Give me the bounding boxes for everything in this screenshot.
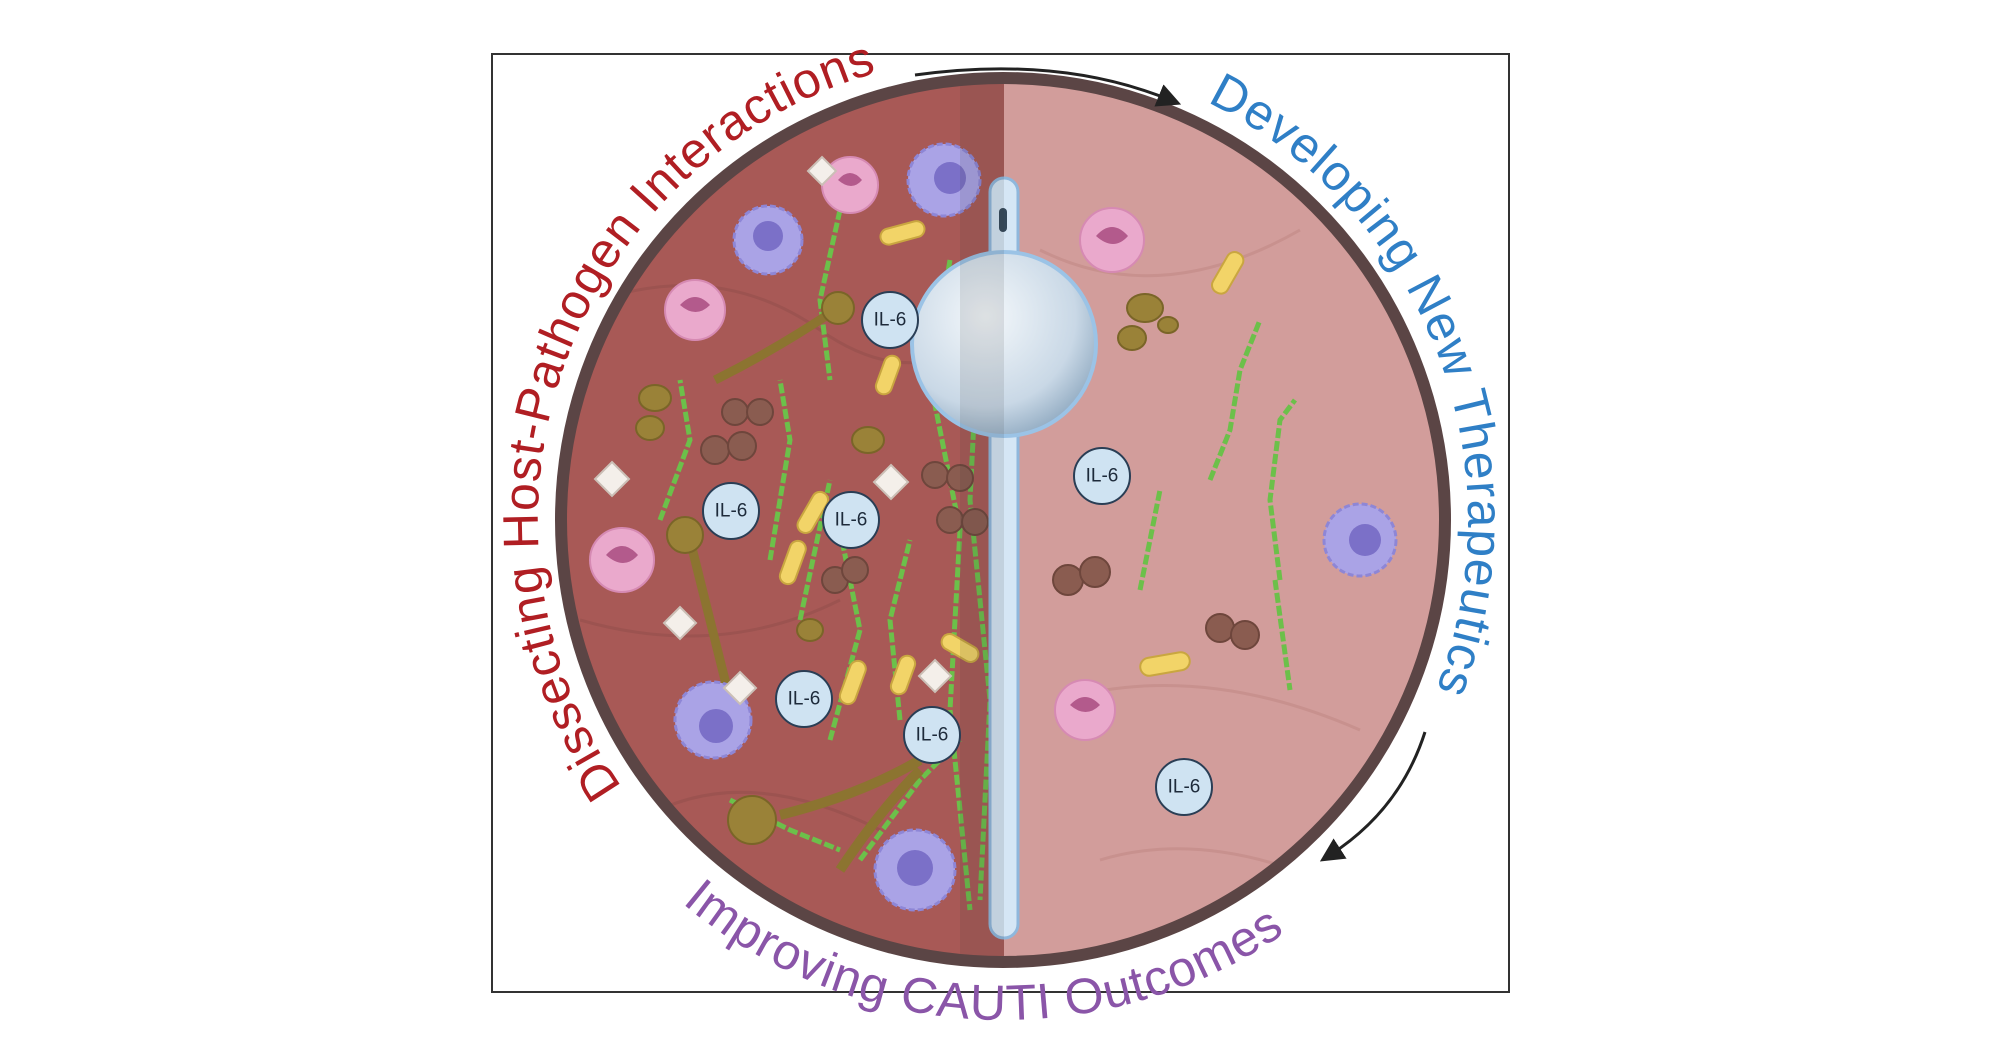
filament [767,379,793,561]
il6-label: IL-6 [874,310,907,331]
il6-label: IL-6 [916,725,949,746]
cocci-clusters [700,398,1260,650]
neutrophil [1054,679,1116,741]
il6-badge: IL-6 [822,491,880,549]
il6-label: IL-6 [715,501,748,522]
il6-badge: IL-6 [702,482,760,540]
filament [1267,398,1297,581]
il6-markers: IL-6 IL-6 IL-6 IL-6 IL-6 IL-6 IL-6 [702,291,1213,816]
crystals [593,155,953,706]
neutrophils [589,156,1145,741]
il6-label: IL-6 [1086,466,1119,487]
il6-badge: IL-6 [775,670,833,728]
il6-badge: IL-6 [1073,447,1131,505]
fungal-hyphae [635,291,1179,873]
macrophage [1322,502,1398,578]
il6-badge: IL-6 [861,291,919,349]
catheter-balloon [910,250,1098,438]
il6-badge: IL-6 [1155,758,1213,816]
neutrophil [589,527,655,593]
catheter-eyelet [999,208,1007,232]
filament [1137,489,1163,591]
macrophages [673,142,1398,912]
arrow-top [914,67,1182,107]
filament [1207,319,1263,481]
filament [657,379,693,521]
il6-label: IL-6 [835,510,868,531]
filament [1272,579,1293,691]
neutrophil [664,279,726,341]
il6-badge: IL-6 [903,706,961,764]
filament [817,209,843,381]
il6-label: IL-6 [1168,777,1201,798]
macrophage [906,142,982,218]
macrophage [732,204,804,276]
il6-label: IL-6 [788,689,821,710]
macrophage [673,680,753,760]
neutrophil [1079,207,1145,273]
macrophage [873,828,957,912]
tissue-ring [555,72,1451,968]
rod-bacteria [778,220,1245,706]
arrow-bottom-right [1319,731,1427,862]
urinary-catheter [910,80,1098,960]
